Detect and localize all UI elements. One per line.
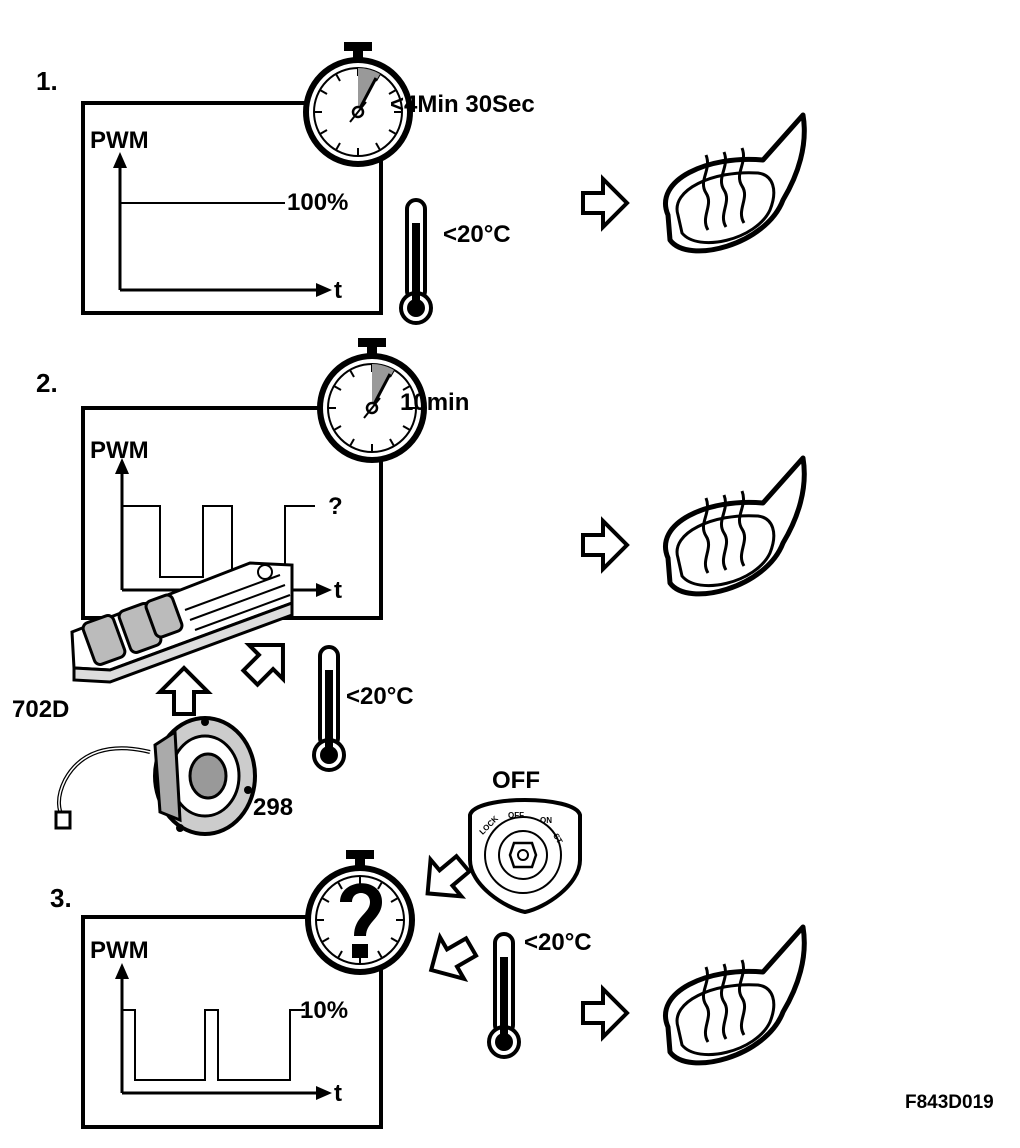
step-3-ylabel: PWM <box>90 937 149 964</box>
step-2-value-label: ? <box>328 493 343 520</box>
stopwatch-icon <box>320 338 424 460</box>
wheel-bearing-label: 298 <box>253 794 293 821</box>
step-2-timer-label: 10min <box>400 389 469 416</box>
ignition-lock-icon: LOCK OFF ON ST <box>468 798 582 915</box>
step-2-x-arrowhead <box>316 583 332 597</box>
stopwatch-icon <box>306 42 410 164</box>
step-3-temperature-label: <20°C <box>524 929 592 956</box>
ignition-position-st: ST <box>551 832 564 845</box>
step-2-number: 2. <box>36 368 58 398</box>
step-3-xlabel: t <box>334 1080 342 1107</box>
arrow-up-icon <box>158 666 210 716</box>
switch-block-702d-icon <box>70 561 294 684</box>
step-3-y-arrowhead <box>115 963 129 979</box>
step-2-xlabel: t <box>334 577 342 604</box>
thermometer-icon <box>312 645 346 772</box>
heated-mirror-icon <box>665 115 804 251</box>
arrow-right-icon <box>581 519 629 571</box>
step-1-timer-label: <4Min 30Sec <box>390 91 535 118</box>
thermometer-icon <box>487 932 521 1059</box>
step-2-pwm-signal <box>122 505 315 578</box>
step-2-ylabel: PWM <box>90 437 149 464</box>
switch-block-label: 702D <box>12 696 69 723</box>
heated-mirror-icon <box>665 927 804 1063</box>
step-2-temperature-label: <20°C <box>346 683 414 710</box>
step-3-x-arrowhead <box>316 1086 332 1100</box>
heated-mirror-icon <box>665 458 804 594</box>
step-1-y-arrowhead <box>113 152 127 168</box>
step-1-number: 1. <box>36 66 58 96</box>
step-1-value-label: 100% <box>287 189 348 216</box>
arrow-diagonal-icon <box>417 924 486 993</box>
step-1-xlabel: t <box>334 277 342 304</box>
wheel-bearing-298-icon <box>54 716 257 836</box>
step-1-x-arrowhead <box>316 283 332 297</box>
step-3: 3. PWM t 10% OFF LOCK OFF ON ST <box>50 767 804 1129</box>
ignition-position-off: OFF <box>508 811 524 820</box>
step-3-pwm-signal <box>122 1009 305 1081</box>
ignition-state-label: OFF <box>492 767 540 794</box>
step-1: 1. PWM t 100% <4Min 30Sec <20°C <box>36 42 804 325</box>
figure-code: F843D019 <box>905 1092 994 1113</box>
step-1-ylabel: PWM <box>90 127 149 154</box>
arrow-diagonal-icon <box>233 628 299 694</box>
arrow-right-icon <box>581 987 629 1039</box>
ignition-position-on: ON <box>540 816 552 825</box>
step-2-y-arrowhead <box>115 458 129 474</box>
arrow-right-icon <box>581 177 629 229</box>
question-stopwatch-icon <box>308 850 412 972</box>
step-2: 2. PWM t ? 702D <box>12 338 804 836</box>
step-3-value-label: 10% <box>300 997 348 1024</box>
step-1-temperature-label: <20°C <box>443 221 511 248</box>
thermometer-icon <box>399 198 433 325</box>
step-3-number: 3. <box>50 883 72 913</box>
